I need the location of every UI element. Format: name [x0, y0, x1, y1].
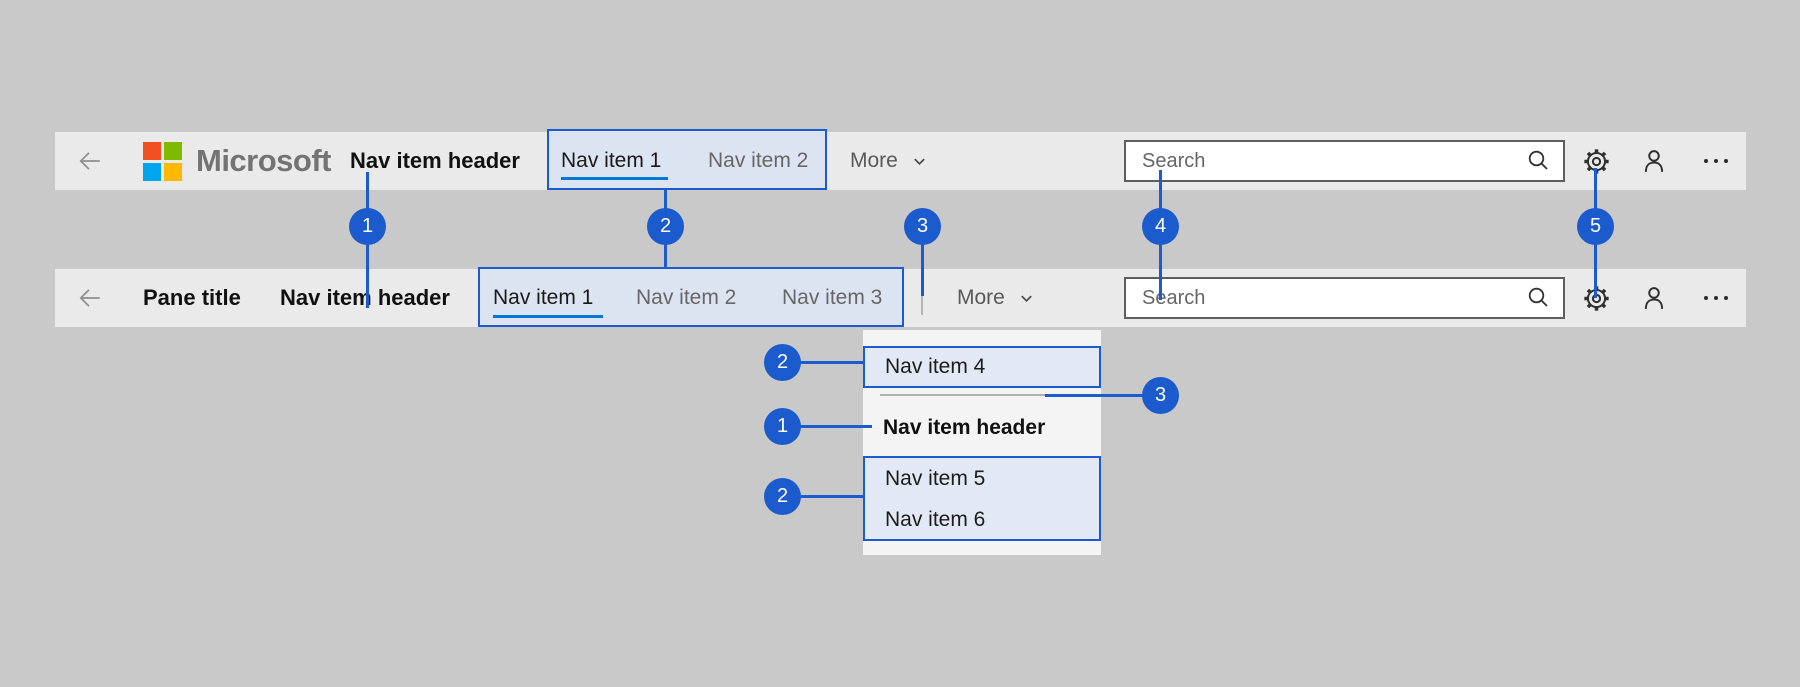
connector-line-menu-1: [799, 425, 872, 428]
pane-search-submit[interactable]: [1527, 286, 1563, 310]
pane-more-menu[interactable]: More: [957, 269, 1034, 327]
pane-more-options-button[interactable]: [1701, 269, 1731, 327]
active-tab-underline: [493, 315, 603, 318]
annotation-badge-menu-1: 1: [764, 408, 801, 445]
top-nav-item-1[interactable]: Nav item 1: [561, 149, 662, 172]
top-search-input[interactable]: [1126, 149, 1527, 173]
pane-title: Pane title: [143, 285, 241, 310]
pane-nav-item-header[interactable]: Nav item header: [280, 285, 450, 310]
menu-item-nav-5[interactable]: Nav item 5: [865, 458, 1099, 500]
menu-item-label: Nav item 6: [885, 507, 986, 531]
connector-line-menu-3: [1045, 394, 1144, 397]
menu-group-box: Nav item 5 Nav item 6: [863, 456, 1101, 541]
connector-line-menu-2b: [799, 495, 863, 498]
top-settings-button[interactable]: [1582, 132, 1610, 190]
person-icon: [1641, 285, 1667, 311]
connector-line-menu-2a: [799, 361, 863, 364]
annotation-badge-2: 2: [647, 208, 684, 245]
menu-item-nav-4[interactable]: Nav item 4: [863, 346, 1101, 388]
search-icon: [1527, 149, 1551, 173]
gear-icon: [1583, 148, 1610, 175]
top-nav-item-header[interactable]: Nav item header: [350, 148, 520, 173]
menu-separator: [880, 394, 1046, 396]
annotation-badge-menu-2a: 2: [764, 344, 801, 381]
ellipsis-icon: [1702, 294, 1730, 302]
pane-account-button[interactable]: [1640, 269, 1668, 327]
microsoft-logo[interactable]: Microsoft: [143, 132, 332, 190]
arrow-left-icon: [75, 285, 105, 311]
annotation-badge-3: 3: [904, 208, 941, 245]
pane-back-button[interactable]: [73, 269, 107, 327]
menu-item-label: Nav item 4: [885, 355, 986, 378]
person-icon: [1641, 148, 1667, 174]
nav-overflow-divider: [921, 296, 923, 315]
pane-search-input[interactable]: [1126, 286, 1527, 310]
chevron-down-icon: [912, 154, 927, 169]
pane-nav-item-3[interactable]: Nav item 3: [782, 286, 883, 309]
arrow-left-icon: [75, 148, 105, 174]
pane-nav-item-2[interactable]: Nav item 2: [636, 286, 737, 309]
annotation-badge-1: 1: [349, 208, 386, 245]
menu-item-nav-6[interactable]: Nav item 6: [865, 500, 1099, 539]
top-nav-item-2[interactable]: Nav item 2: [708, 149, 809, 172]
annotation-badge-menu-3: 3: [1142, 377, 1179, 414]
back-button[interactable]: [73, 132, 107, 190]
top-search-box: [1124, 140, 1565, 182]
top-more-options-button[interactable]: [1701, 132, 1731, 190]
pane-app-bar: Pane title Nav item header Nav item 1 Na…: [55, 267, 1746, 327]
active-tab-underline: [561, 177, 668, 180]
top-app-bar: Microsoft Nav item header Nav item 1 Nav…: [55, 129, 1746, 190]
connector-line-3: [921, 227, 924, 296]
logo-square-red: [143, 141, 161, 160]
top-search-submit[interactable]: [1527, 149, 1563, 173]
search-icon: [1527, 286, 1551, 310]
microsoft-wordmark: Microsoft: [196, 143, 332, 178]
microsoft-logo-icon: [143, 141, 182, 181]
menu-item-label: Nav item 5: [885, 467, 986, 490]
annotation-badge-menu-2b: 2: [764, 478, 801, 515]
menu-nav-item-header: Nav item header: [883, 416, 1046, 439]
overflow-menu-panel: Nav item 4 Nav item header Nav item 5 Na…: [863, 330, 1101, 555]
ellipsis-icon: [1702, 157, 1730, 165]
top-account-button[interactable]: [1640, 132, 1668, 190]
annotation-badge-5: 5: [1577, 208, 1614, 245]
logo-square-green: [164, 141, 182, 160]
pane-search-box: [1124, 277, 1565, 319]
top-more-menu[interactable]: More: [850, 132, 927, 190]
logo-square-yellow: [164, 162, 182, 181]
logo-square-blue: [143, 162, 161, 181]
annotation-badge-4: 4: [1142, 208, 1179, 245]
pane-nav-item-1[interactable]: Nav item 1: [493, 286, 594, 309]
chevron-down-icon: [1019, 291, 1034, 306]
